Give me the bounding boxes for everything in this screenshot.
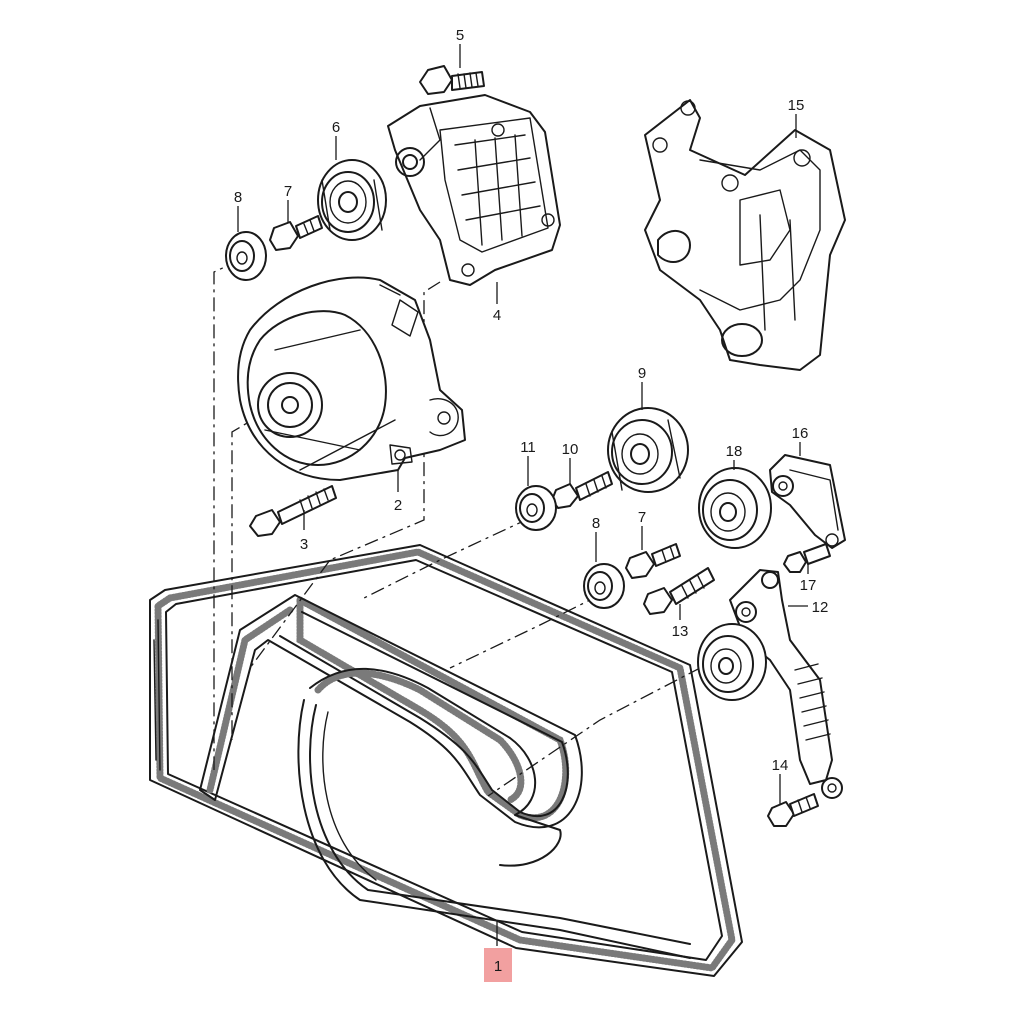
bolt-7-upper xyxy=(269,215,323,251)
callout-13: 13 xyxy=(672,623,689,640)
bolt-17 xyxy=(783,543,831,573)
bolt-14 xyxy=(767,793,819,827)
callout-18: 18 xyxy=(726,443,743,460)
callout-3: 3 xyxy=(300,536,308,553)
ribbed-belt-outer xyxy=(149,544,743,977)
callout-8-upper: 8 xyxy=(234,189,242,206)
spacer-8-upper xyxy=(225,231,267,281)
callout-leaders xyxy=(237,44,809,946)
support-bracket-16 xyxy=(769,454,846,549)
callout-12: 12 xyxy=(812,599,829,616)
bolt-3 xyxy=(249,485,337,537)
callout-9: 9 xyxy=(638,365,646,382)
idler-pulley-9 xyxy=(607,407,689,493)
ribbed-belt-inner xyxy=(199,594,583,829)
alternator xyxy=(237,276,466,481)
spacer-8-lower xyxy=(583,563,625,609)
callout-14: 14 xyxy=(772,757,789,774)
callout-labels: 1 2 3 4 5 6 7 7 8 8 9 10 11 12 13 14 15 … xyxy=(234,27,829,975)
engine-mount-bracket xyxy=(644,99,846,371)
callout-5: 5 xyxy=(456,27,464,44)
belt-tensioner-12 xyxy=(697,569,843,799)
callout-11: 11 xyxy=(520,439,536,456)
idler-pulley-6 xyxy=(317,159,387,241)
bolt-10 xyxy=(551,471,613,509)
spacer-11 xyxy=(515,485,557,531)
ribbed-belt-small xyxy=(297,667,691,959)
callout-7-lower: 7 xyxy=(638,509,646,526)
bolt-7-lower xyxy=(625,543,681,579)
tensioner-bracket xyxy=(387,94,561,286)
callout-8-lower: 8 xyxy=(592,515,600,532)
highlight-part-1 xyxy=(484,948,512,982)
callout-10: 10 xyxy=(562,441,579,458)
bolt-5 xyxy=(419,65,485,95)
callout-17: 17 xyxy=(800,577,817,594)
bolt-13 xyxy=(643,567,715,615)
callout-7-upper: 7 xyxy=(284,183,292,200)
callout-1: 1 xyxy=(494,958,502,975)
callout-16: 16 xyxy=(792,425,809,442)
idler-pulley-18 xyxy=(698,467,772,549)
callout-6: 6 xyxy=(332,119,340,136)
callout-4: 4 xyxy=(493,307,501,324)
callout-2: 2 xyxy=(394,497,402,514)
callout-15: 15 xyxy=(788,97,805,114)
